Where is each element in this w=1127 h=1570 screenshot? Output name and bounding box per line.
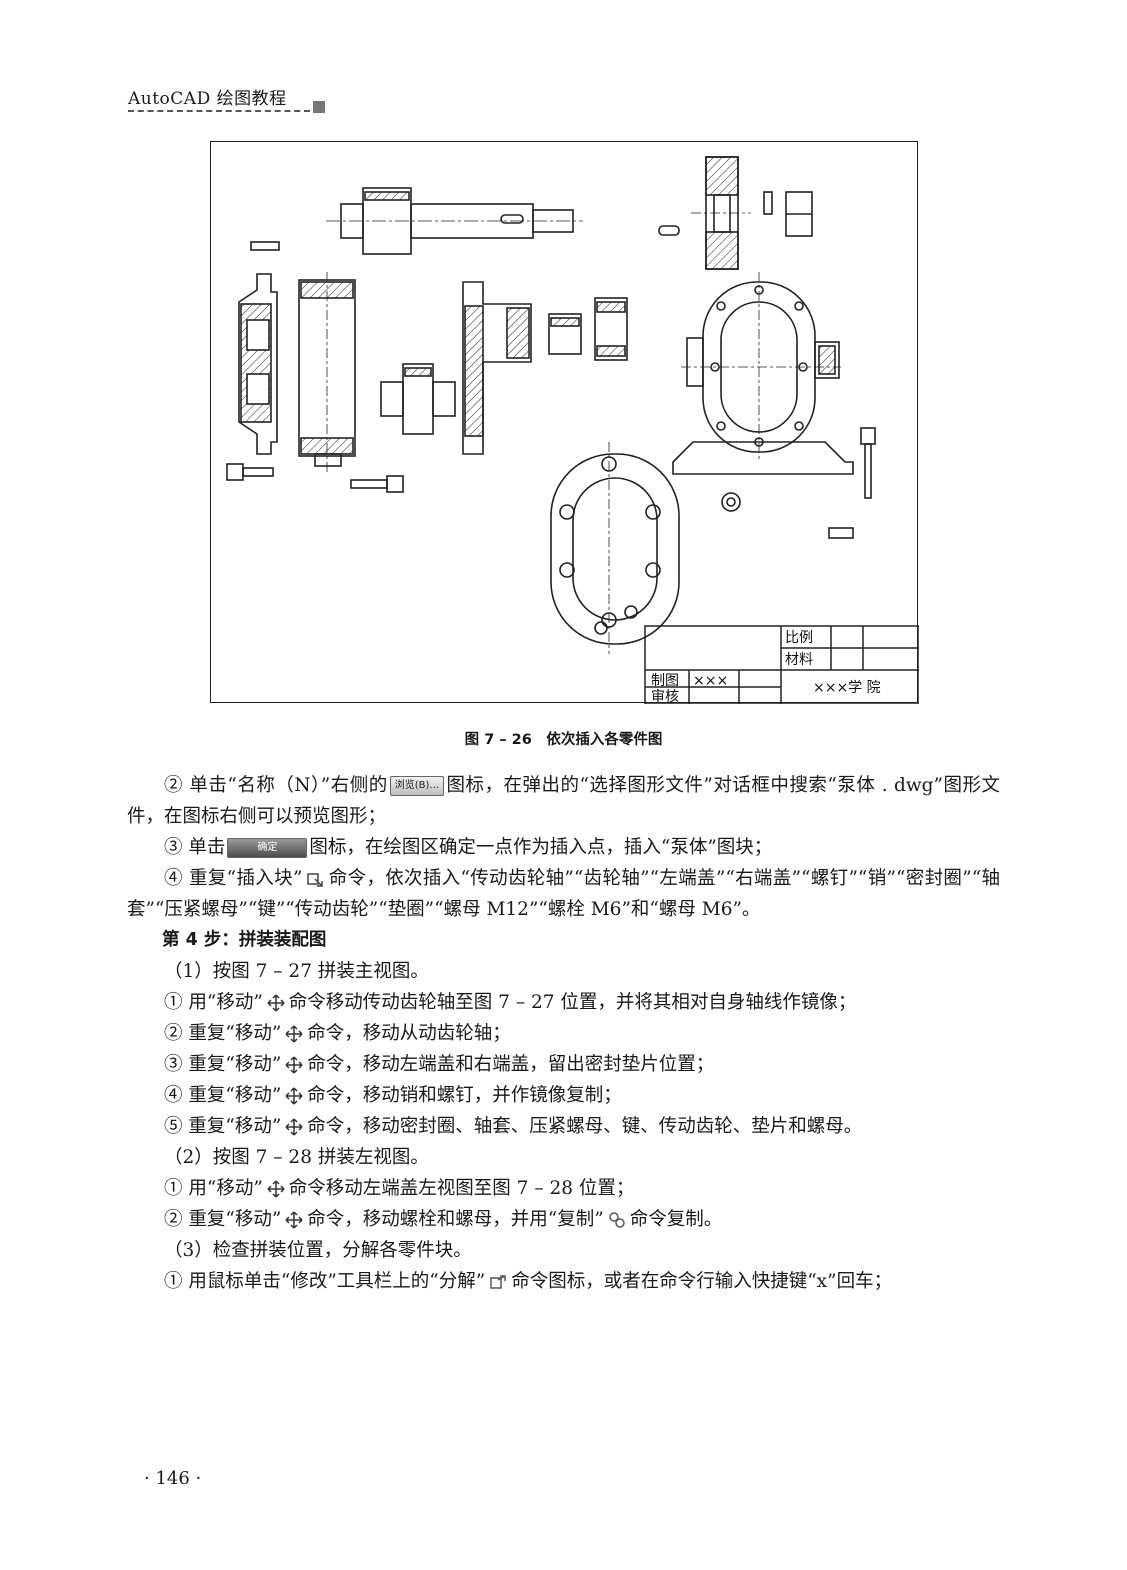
move-icon [285,1056,303,1074]
paragraph-insert-block: ④ 重复“插入块”命令，依次插入“传动齿轮轴”“齿轮轴”“左端盖”“右端盖”“螺… [127,863,1000,925]
explode-icon [490,1275,506,1289]
text-run: ② 重复“移动” [164,1023,282,1044]
text-run: 命令，移动销和螺钉，并作镜像复制； [307,1085,622,1106]
text-run: 命令复制。 [629,1209,723,1230]
paragraph-s2-2: ② 重复“移动” 命令，移动螺栓和螺母，并用“复制” 命令复制。 [127,1204,1000,1235]
pin-part [250,241,280,251]
header-dashed-rule [128,110,310,112]
text-run: 命令移动传动齿轮轴至图 7 – 27 位置，并将其相对自身轴线作镜像； [288,992,857,1013]
small-nut-part [828,527,854,539]
text-run: 命令，移动从动齿轮轴； [307,1023,511,1044]
text-run: ① 用“移动” [164,992,263,1013]
right-end-cover-part [462,281,532,455]
paragraph-s3-1: ① 用鼠标单击“修改”工具栏上的“分解” 命令图标，或者在命令行输入快捷键“x”回… [127,1266,1000,1297]
ok-button: 确定 [227,838,308,858]
left-end-cover-part [238,273,278,455]
text-run: 命令移动左端盖左视图至图 7 – 28 位置； [288,1178,635,1199]
paragraph-s2: （2）按图 7 – 28 拼装左视图。 [164,1147,429,1168]
title-block [644,625,919,704]
title-block-scale-label: 比例 [785,630,813,646]
figure-caption: 图 7 – 26 依次插入各零件图 [464,732,663,748]
shaft-sleeve-part [380,363,456,435]
text-run: ③ 重复“移动” [164,1054,282,1075]
paragraph-s3: （3）检查拼装位置，分解各零件块。 [164,1240,472,1261]
move-icon [267,1180,285,1198]
title-block-checked-label: 审核 [651,689,679,704]
paragraph-s1-4: ④ 重复“移动” 命令，移动销和螺钉，并作镜像复制； [127,1080,1000,1111]
move-icon [267,994,285,1012]
paragraph-s1-2: ② 重复“移动” 命令，移动从动齿轮轴； [127,1018,1000,1049]
nut-m6-part [721,492,741,512]
gear-part [691,156,751,270]
title-block-material-label: 材料 [785,652,813,668]
paragraph-s1-1: ① 用“移动” 命令移动传动齿轮轴至图 7 – 27 位置，并将其相对自身轴线作镜… [127,987,1000,1018]
text-run: 命令图标，或者在命令行输入快捷键“x”回车； [511,1271,893,1292]
insert-block-icon [307,873,324,887]
move-icon [285,1025,303,1043]
key-part [658,225,680,236]
text-run: ③ 单击 [164,837,226,858]
text-run: ④ 重复“插入块” [164,868,303,889]
page-number: · 146 · [144,1468,202,1489]
move-icon [285,1087,303,1105]
screw-head-part [226,463,244,481]
copy-icon [608,1212,625,1228]
screw-head-part-2 [386,475,404,493]
parts-drawing-figure: 比例 材料 制图 ××× 审核 ×××学 院 [210,141,919,704]
text-run: 命令，移动螺栓和螺母，并用“复制” [307,1209,604,1230]
text-run: ② 单击“名称（N）”右侧的 [164,775,388,796]
text-run: 命令，依次插入“传动齿轮轴”“齿轮轴”“左端盖”“右端盖”“螺钉”“销”“密封圈… [127,868,1000,920]
pump-body-part [298,272,356,472]
title-block-school: ×××学 院 [813,680,881,696]
pump-body-front-view [672,272,854,475]
text-run: ⑤ 重复“移动” [164,1116,282,1137]
paragraph-s1: （1）按图 7 – 27 拼装主视图。 [164,961,429,982]
seal-ring-part [548,313,582,355]
paragraph-s1-5: ⑤ 重复“移动” 命令，移动密封圈、轴套、压紧螺母、键、传动齿轮、垫片和螺母。 [127,1111,1000,1142]
gear-shaft-part [326,187,583,255]
text-run: ① 用“移动” [164,1178,263,1199]
text-run: ④ 重复“移动” [164,1085,282,1106]
washer-part [763,191,773,215]
gland-nut-part [594,297,628,361]
paragraph-ok: ③ 单击确定图标，在绘图区确定一点作为插入点，插入“泵体”图块； [127,832,1000,863]
body-text: ② 单击“名称（N）”右侧的浏览(B)...图标，在弹出的“选择图形文件”对话框… [127,770,1000,1297]
move-icon [285,1211,303,1229]
header-square-mark [313,101,325,113]
text-run: ② 重复“移动” [164,1209,282,1230]
text-run: 命令，移动左端盖和右端盖，留出密封垫片位置； [307,1054,715,1075]
text-run: 命令，移动密封圈、轴套、压紧螺母、键、传动齿轮、垫片和螺母。 [307,1116,863,1137]
step4-heading: 第 4 步：拼装装配图 [162,930,327,950]
header-title: AutoCAD 绘图教程 [128,89,287,109]
paragraph-s2-1: ① 用“移动” 命令移动左端盖左视图至图 7 – 28 位置； [127,1173,1000,1204]
text-run: 图标，在绘图区确定一点作为插入点，插入“泵体”图块； [309,837,773,858]
title-block-drawn-value: ××× [693,673,728,689]
move-icon [285,1118,303,1136]
paragraph-browse: ② 单击“名称（N）”右侧的浏览(B)...图标，在弹出的“选择图形文件”对话框… [127,770,1000,832]
paragraph-s1-3: ③ 重复“移动” 命令，移动左端盖和右端盖，留出密封垫片位置； [127,1049,1000,1080]
title-block-drawn-label: 制图 [651,673,679,689]
text-run: 图标，在弹出的“选择图形文件”对话框中搜索“泵体 . dwg”图形文件，在图标右… [127,775,1000,827]
text-run: ① 用鼠标单击“修改”工具栏上的“分解” [164,1271,486,1292]
left-end-cover-front-view [550,442,680,654]
cad-parts-drawing: 比例 材料 制图 ××× 审核 ×××学 院 [226,156,919,704]
bolt-m6-part [860,427,876,499]
browse-button: 浏览(B)... [389,776,444,796]
